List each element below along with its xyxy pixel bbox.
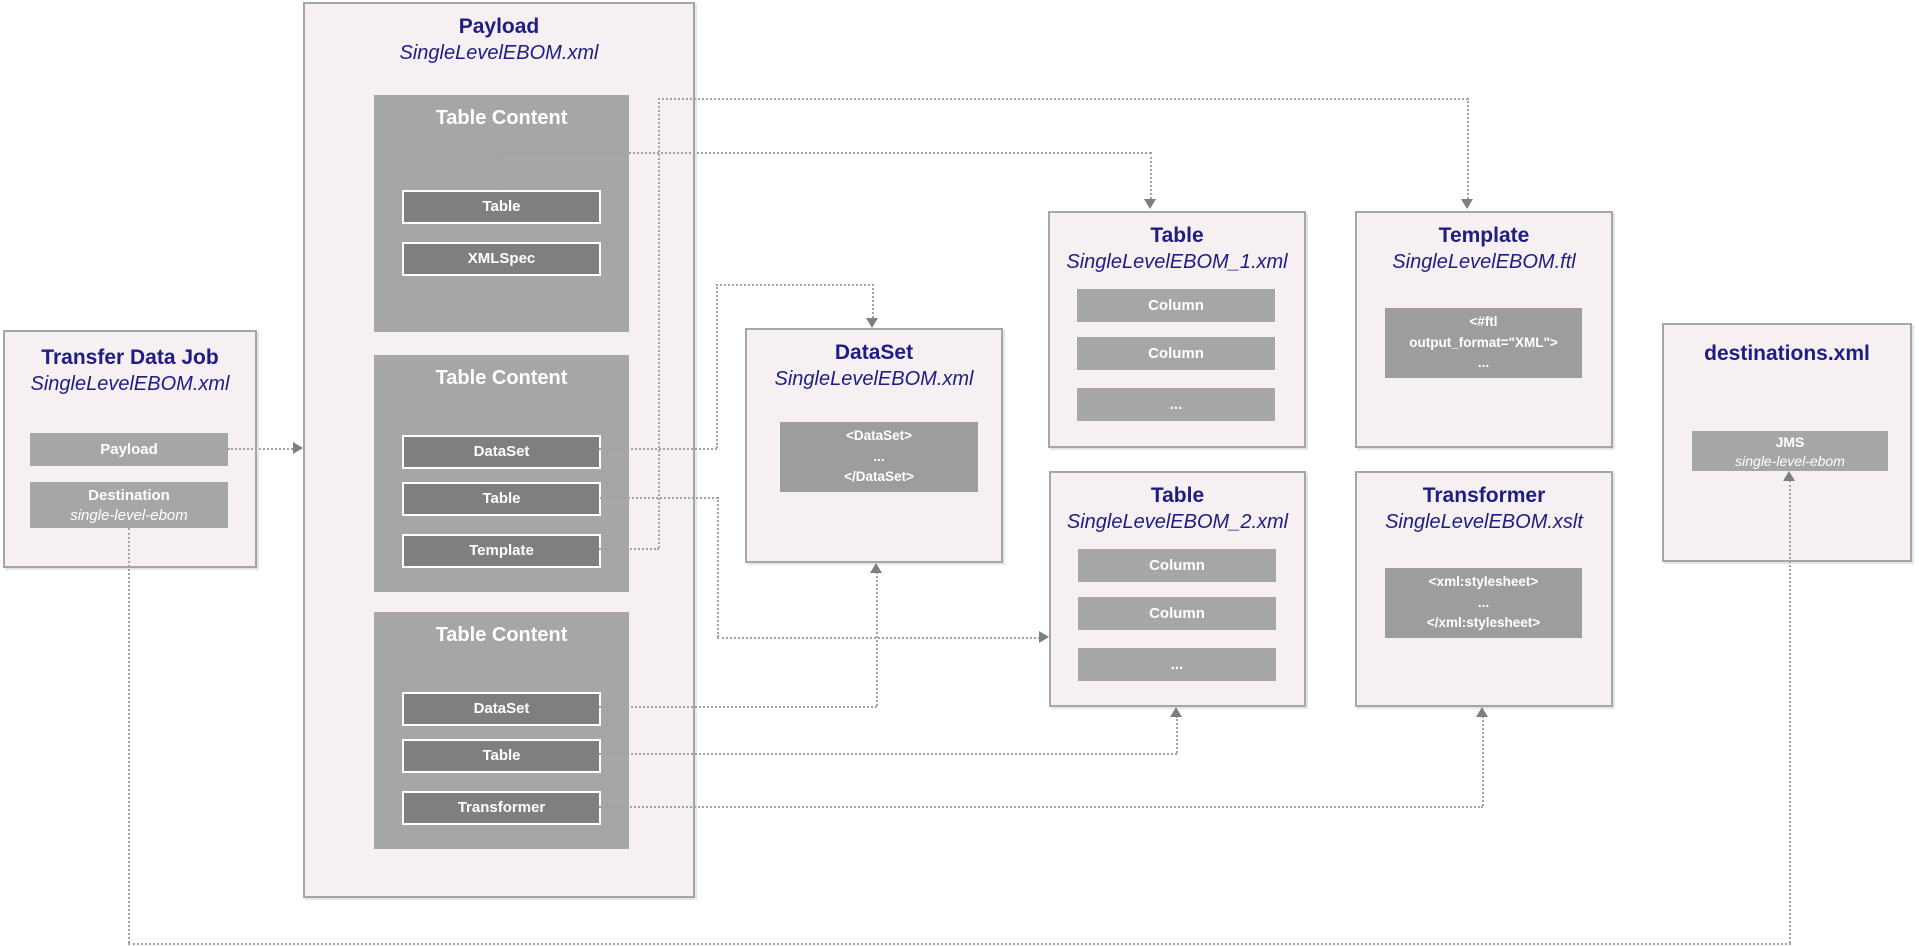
template-code-line: ... (1477, 355, 1490, 371)
destination-sublabel: single-level-ebom (70, 507, 188, 525)
connector-dataset2-item-to-dataset (876, 572, 878, 706)
section-1-item-xmlspec: XMLSpec (402, 242, 601, 276)
transformer-code-item: <xml:stylesheet> ... </xml:stylesheet> (1385, 568, 1582, 638)
table1-ellipsis-item: ... (1077, 388, 1275, 421)
arrowhead-up (870, 563, 882, 573)
dataset-code-line: <DataSet> (845, 427, 913, 443)
transfer-job-title: Transfer Data Job (41, 346, 219, 369)
connector-payload-to-payloadbox (228, 448, 296, 450)
connector-table3-item-to-table2 (1176, 716, 1178, 753)
template-title: Template (1438, 224, 1530, 247)
template-code-line: output_format="XML"> (1409, 334, 1558, 350)
connector-table-to-table1 (498, 152, 1151, 154)
arrowhead-down (1144, 199, 1156, 209)
connector-template-item-to-template (658, 98, 1468, 100)
section-2-item-table: Table (402, 482, 601, 516)
connector-table-to-table1 (498, 152, 500, 190)
table1-column-item: Column (1077, 337, 1275, 370)
dataset-code-line: </DataSet> (844, 469, 914, 485)
arrowhead-up (1170, 707, 1182, 717)
jms-item: JMS single-level-ebom (1692, 431, 1888, 471)
connector-transformer-item-to-transformer (599, 806, 1483, 808)
table1-title: Table (1150, 224, 1204, 247)
payload-title: Payload (458, 15, 540, 38)
connector-table-to-table1 (1150, 152, 1152, 199)
section-3-item-dataset: DataSet (402, 692, 601, 726)
table1-column-item: Column (1077, 289, 1275, 322)
connector-dataset2-item-to-dataset (599, 706, 877, 708)
section-1-item-table: Table (402, 190, 601, 224)
connector-table-item-to-table2 (717, 637, 1040, 639)
arrowhead-right (293, 442, 303, 454)
dataset-title: DataSet (834, 341, 914, 364)
table-content-section-2: Table Content DataSet Table Template (374, 355, 629, 592)
arrowhead-up (1476, 707, 1488, 717)
section-3-item-table: Table (402, 739, 601, 773)
connector-dataset-item-to-dataset (716, 284, 718, 448)
transformer-code-line: <xml:stylesheet> (1428, 573, 1539, 589)
transformer-title: Transformer (1422, 484, 1546, 507)
arrowhead-right (1039, 631, 1049, 643)
connector-table-item-to-table2 (717, 497, 719, 637)
template-code-line: <#ftl (1469, 313, 1498, 329)
transformer-code-line: ... (1477, 594, 1490, 610)
dataset-code-item: <DataSet> ... </DataSet> (780, 422, 978, 492)
arrowhead-up (1783, 471, 1795, 481)
transfer-job-subtitle: SingleLevelEBOM.xml (30, 373, 230, 396)
section-2-item-template: Template (402, 534, 601, 568)
transformer-subtitle: SingleLevelEBOM.xslt (1385, 511, 1583, 534)
connector-template-item-to-template (658, 98, 660, 548)
section-2-item-dataset: DataSet (402, 435, 601, 469)
dataset-code-line: ... (873, 448, 885, 464)
connector-dataset-item-to-dataset (716, 284, 874, 286)
connector-table-item-to-table2 (600, 497, 718, 499)
section-1-header: Table Content (435, 107, 568, 129)
table2-ellipsis-item: ... (1078, 648, 1276, 681)
destination-item: Destination single-level-ebom (30, 482, 228, 528)
connector-template-item-to-template (1467, 98, 1469, 199)
jms-label: JMS (1775, 434, 1805, 450)
destinations-title: destinations.xml (1704, 342, 1870, 365)
payload-item: Payload (30, 433, 228, 466)
arrowhead-down (866, 318, 878, 328)
table2-column-item: Column (1078, 597, 1276, 630)
section-2-header: Table Content (435, 367, 568, 389)
connector-destination-to-jms (1789, 480, 1791, 943)
table-content-section-3: Table Content DataSet Table Transformer (374, 612, 629, 849)
table2-title: Table (1150, 484, 1205, 507)
table1-subtitle: SingleLevelEBOM_1.xml (1066, 251, 1288, 274)
section-3-header: Table Content (435, 624, 568, 646)
arrowhead-down (1461, 199, 1473, 209)
jms-sublabel: single-level-ebom (1735, 452, 1845, 469)
payload-file-box: Payload SingleLevelEBOM.xml Table Conten… (303, 2, 695, 898)
table2-column-item: Column (1078, 549, 1276, 582)
table2-subtitle: SingleLevelEBOM_2.xml (1066, 511, 1289, 534)
dataset-subtitle: SingleLevelEBOM.xml (774, 368, 974, 391)
connector-transformer-item-to-transformer (1482, 716, 1484, 806)
connector-destination-to-jms (128, 943, 1791, 945)
template-subtitle: SingleLevelEBOM.ftl (1392, 251, 1576, 274)
transformer-code-line: </xml:stylesheet> (1426, 615, 1541, 631)
payload-subtitle: SingleLevelEBOM.xml (399, 42, 599, 65)
connector-dataset-item-to-dataset (872, 284, 874, 318)
section-3-item-transformer: Transformer (402, 791, 601, 825)
table-content-section-1: Table Content Table XMLSpec (374, 95, 629, 332)
connector-template-item-to-template (599, 548, 659, 550)
connector-table3-item-to-table2 (599, 753, 1177, 755)
destination-label: Destination (88, 487, 170, 504)
connector-dataset-item-to-dataset (599, 448, 717, 450)
template-code-item: <#ftl output_format="XML"> ... (1385, 308, 1582, 378)
connector-destination-to-jms (128, 528, 130, 943)
